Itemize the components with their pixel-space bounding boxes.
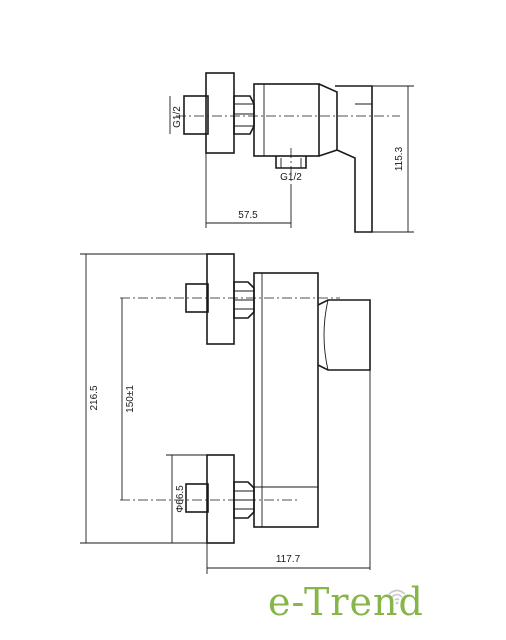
- side-hex-nut: [233, 95, 255, 135]
- front-mixer-body: [253, 272, 319, 528]
- side-mixer-body: [253, 83, 320, 157]
- side-view: G1/2 G1/2 57.5 115.3: [169, 72, 414, 233]
- dim-total-height-label: 216.5: [89, 385, 100, 410]
- upper-inlet-pipe: [185, 283, 209, 313]
- dim-width-label: 117.7: [276, 554, 301, 565]
- side-rosette: [205, 72, 235, 154]
- dim-depth-label: 57.5: [238, 210, 258, 221]
- front-lever: [317, 299, 371, 371]
- side-inlet-pipe: [183, 95, 209, 135]
- lower-rosette: [206, 454, 235, 544]
- dim-side-height-label: 115.3: [394, 146, 405, 171]
- wifi-icon: [388, 589, 406, 605]
- side-lever: [335, 85, 373, 233]
- dim-centers-label: 150±1: [125, 385, 136, 413]
- side-cartridge: [318, 83, 338, 157]
- front-view: 216.5 150±1 Φ66.5 117.7: [80, 253, 371, 574]
- thread-label-bottom: G1/2: [280, 172, 302, 183]
- lower-inlet-pipe: [185, 483, 209, 513]
- dim-rosette-label: Φ66.5: [175, 485, 186, 513]
- upper-rosette: [206, 253, 235, 345]
- thread-label-side: G1/2: [172, 106, 183, 128]
